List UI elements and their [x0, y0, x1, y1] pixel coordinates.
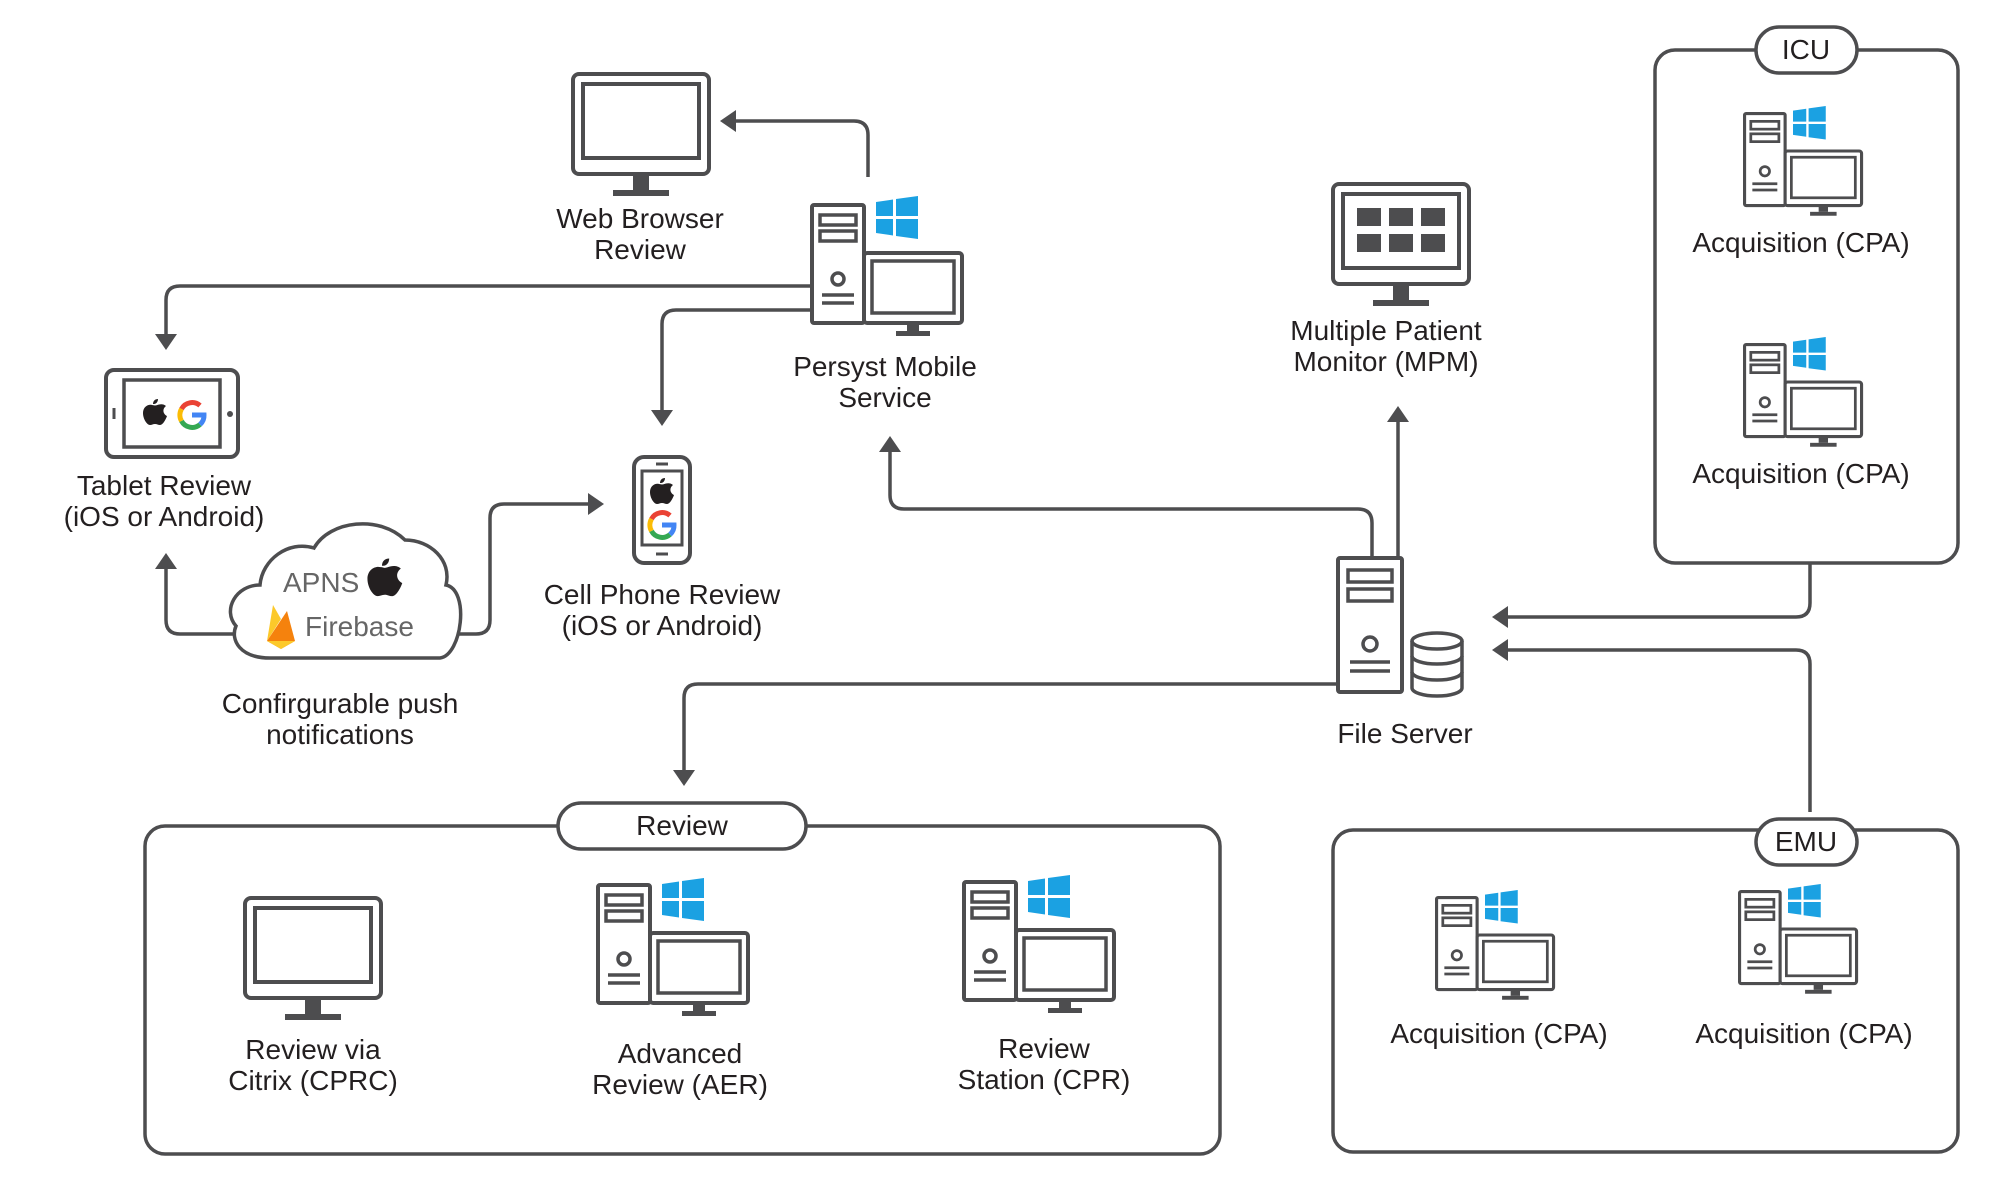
emu-acquisition-1-label: Acquisition (CPA) — [1390, 1018, 1608, 1049]
emu-group-box — [1331, 828, 1960, 1154]
icu-acquisition-2-label: Acquisition (CPA) — [1692, 458, 1910, 489]
review-title: Review — [636, 810, 728, 841]
database-icon — [1410, 631, 1464, 698]
file-server-label: File Server — [1337, 718, 1473, 749]
connector-icu-to-fileserver — [1508, 563, 1812, 619]
review-pill — [556, 801, 808, 851]
web-browser-monitor-icon — [571, 72, 711, 198]
phone-icon — [632, 455, 692, 565]
tablet-icon — [104, 368, 240, 459]
connector-persyst-to-web — [736, 119, 870, 177]
emu-acquisition-2-label: Acquisition (CPA) — [1695, 1018, 1913, 1049]
windows-logo-icon — [876, 196, 918, 239]
emu-title: EMU — [1774, 826, 1838, 857]
mpm-monitor-icon — [1331, 182, 1471, 306]
icu-title: ICU — [1781, 34, 1831, 65]
icu-pill — [1754, 25, 1859, 75]
firebase-icon — [267, 605, 295, 649]
connector-fileserver-to-persyst — [888, 452, 1374, 556]
cloud-icon: APNS Firebase — [228, 522, 463, 660]
icu-acquisition-1-label: Acquisition (CPA) — [1692, 227, 1910, 258]
connector-cloud-to-cell — [458, 502, 588, 636]
file-server-icon — [1336, 556, 1404, 694]
cell-label: Cell Phone Review(iOS or Android) — [543, 579, 781, 641]
connector-fileserver-to-review — [682, 682, 1336, 770]
apns-label: APNS — [283, 567, 359, 598]
connector-persyst-to-cell — [660, 308, 810, 410]
connector-emu-to-fileserver — [1508, 648, 1812, 812]
firebase-label: Firebase — [305, 611, 414, 642]
connector-cloud-to-tablet — [164, 569, 236, 636]
emu-pill — [1754, 817, 1859, 867]
connector-persyst-to-tablet — [164, 284, 810, 334]
tablet-label: Tablet Review(iOS or Android) — [63, 470, 265, 532]
